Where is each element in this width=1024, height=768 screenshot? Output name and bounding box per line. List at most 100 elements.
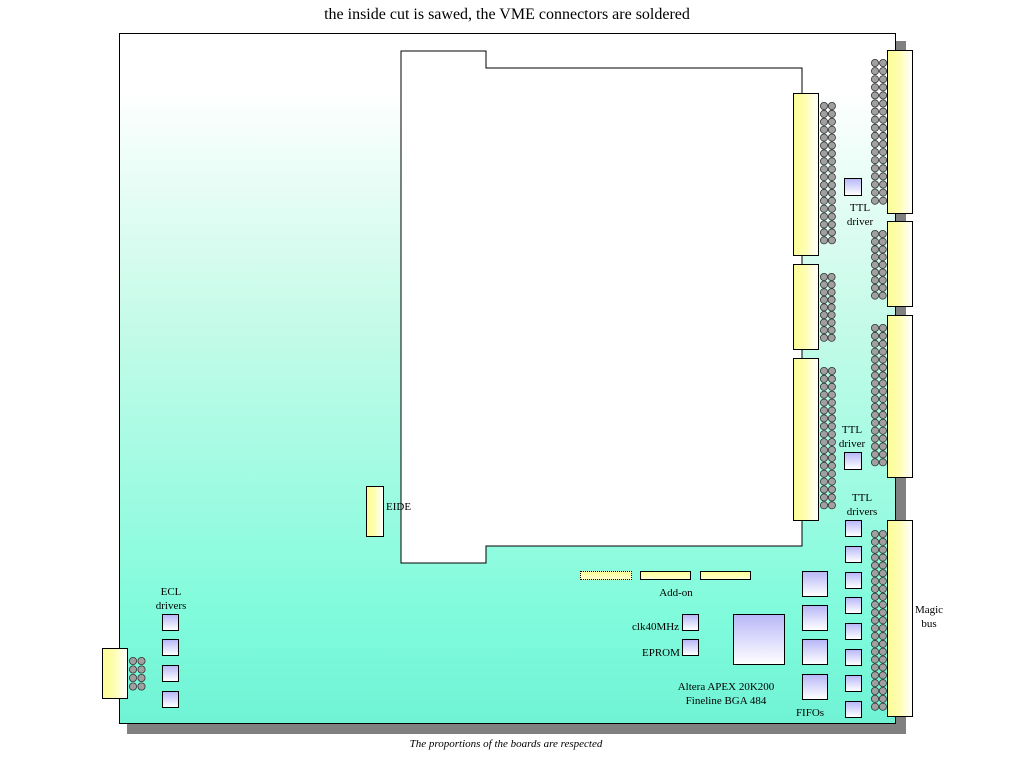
- pin: [879, 164, 888, 173]
- pin: [878, 687, 887, 696]
- pin: [820, 125, 829, 134]
- pin: [878, 387, 887, 396]
- pin: [871, 639, 880, 648]
- pin: [879, 75, 888, 84]
- pin: [871, 172, 880, 181]
- pin: [878, 371, 887, 380]
- pin: [827, 204, 836, 213]
- vme-connector-outer-1: [887, 50, 913, 214]
- pin: [871, 450, 880, 459]
- pin: [871, 663, 880, 672]
- pin: [827, 109, 836, 118]
- pin: [871, 363, 880, 372]
- pin: [871, 624, 880, 633]
- ttl-driver-top-label: TTL driver: [846, 202, 874, 228]
- pin: [820, 157, 829, 166]
- pin: [878, 592, 887, 601]
- pin: [820, 501, 829, 510]
- pin: [128, 657, 137, 666]
- pin: [879, 67, 888, 76]
- ttl-driver-chip: [845, 597, 862, 615]
- pin: [871, 379, 880, 388]
- pin: [820, 333, 829, 342]
- fifo-chip-2: [802, 605, 828, 631]
- pin: [878, 569, 887, 578]
- pin: [878, 632, 887, 641]
- pin: [871, 339, 880, 348]
- eprom-label: EPROM: [642, 647, 680, 659]
- pin: [878, 600, 887, 609]
- pin: [820, 212, 829, 221]
- pin: [871, 387, 880, 396]
- pin: [827, 422, 836, 431]
- pin: [871, 530, 880, 539]
- ttl-drivers-label: TTL drivers: [846, 492, 878, 518]
- pin: [878, 347, 887, 356]
- front-ecl-connector: [102, 648, 128, 699]
- pin: [879, 123, 888, 132]
- pin: [820, 188, 829, 197]
- ecl-driver-chip-3: [162, 665, 179, 682]
- pin: [827, 333, 836, 342]
- pin: [878, 671, 887, 680]
- addon-connector-2: [640, 571, 691, 580]
- pin: [820, 390, 829, 399]
- pin: [827, 102, 836, 111]
- magic-bus-label: Magic bus: [914, 604, 944, 630]
- pin: [827, 133, 836, 142]
- pin: [820, 477, 829, 486]
- pin: [871, 632, 880, 641]
- inner-connector-3: [793, 358, 819, 521]
- pin: [820, 445, 829, 454]
- pin: [878, 608, 887, 617]
- pin: [827, 501, 836, 510]
- pin: [878, 402, 887, 411]
- pin: [820, 303, 829, 312]
- pin: [871, 291, 880, 300]
- pin: [871, 671, 880, 680]
- pin: [878, 339, 887, 348]
- pin: [879, 180, 888, 189]
- pin: [879, 83, 888, 92]
- pin: [878, 442, 887, 451]
- pin: [871, 679, 880, 688]
- pin: [879, 196, 888, 205]
- pin: [871, 196, 880, 205]
- pin: [871, 553, 880, 562]
- pin: [827, 125, 836, 134]
- pin: [871, 616, 880, 625]
- pin: [827, 157, 836, 166]
- pin: [820, 310, 829, 319]
- pin: [878, 237, 887, 246]
- pin: [827, 212, 836, 221]
- pin: [878, 458, 887, 467]
- addon-connector-1: [580, 571, 632, 580]
- pin: [871, 647, 880, 656]
- pin: [871, 253, 880, 262]
- pin: [879, 115, 888, 124]
- pin: [878, 268, 887, 277]
- pin: [871, 355, 880, 364]
- pin: [878, 624, 887, 633]
- pin: [879, 172, 888, 181]
- pin: [871, 75, 880, 84]
- pin: [871, 131, 880, 140]
- pin: [878, 291, 887, 300]
- ttl-driver-chip: [845, 674, 862, 692]
- pin: [871, 123, 880, 132]
- pin: [871, 561, 880, 570]
- pin: [871, 331, 880, 340]
- pin: [820, 485, 829, 494]
- ecl-driver-chip-2: [162, 639, 179, 656]
- pin: [820, 326, 829, 335]
- pin: [871, 442, 880, 451]
- clock-chip: [682, 614, 699, 631]
- pin: [820, 453, 829, 462]
- pin: [878, 426, 887, 435]
- pin: [878, 702, 887, 711]
- pin: [820, 461, 829, 470]
- magic-bus-connector: [887, 520, 913, 717]
- inner-connector-1: [793, 93, 819, 256]
- pin: [820, 318, 829, 327]
